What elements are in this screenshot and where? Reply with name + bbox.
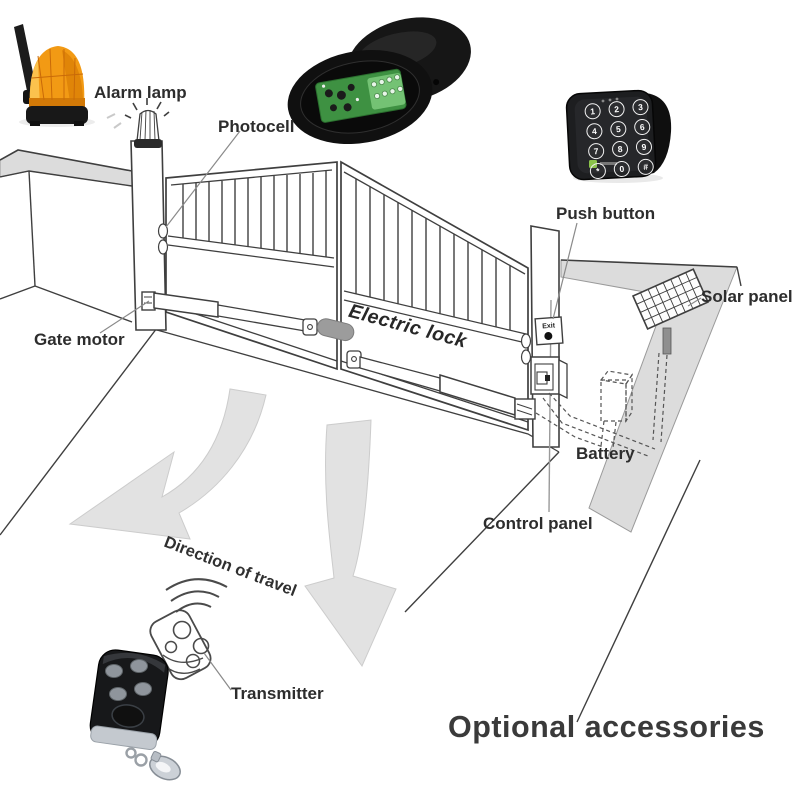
keypad-key: 5	[609, 120, 627, 138]
ground-edge-left	[0, 327, 158, 536]
optional-accessories-heading: Optional accessories	[448, 710, 765, 744]
transmitter-label: Transmitter	[231, 684, 324, 703]
radio-waves-icon	[165, 578, 228, 613]
keypad-key: 2	[607, 100, 626, 118]
alarm-lamp-icon	[106, 98, 170, 148]
transmitter-leader-line	[203, 652, 232, 691]
keypad-photo	[565, 89, 672, 183]
keypad-key: 6	[633, 118, 651, 136]
keypad-key: 8	[611, 140, 629, 158]
left-wall-drawing	[0, 149, 158, 536]
photocell-left-drawing	[157, 223, 169, 255]
direction-arrow-center	[304, 419, 397, 668]
leader-lines	[99, 130, 702, 691]
gate-motor-leader-line	[99, 300, 150, 334]
battery-label: Battery	[576, 444, 635, 463]
gate-motor-left-drawing	[141, 291, 318, 336]
wiring-dashed	[535, 352, 668, 457]
alarm-rays-faint	[106, 113, 122, 129]
photocell-label: Photocell	[218, 117, 295, 136]
keypad-key: 7	[587, 142, 605, 160]
control-panel-drawing	[530, 356, 568, 400]
gate-left-bars	[182, 171, 327, 257]
battery-drawing	[599, 370, 634, 423]
solar-panel-leader-line	[687, 297, 702, 307]
alarm-lamp-label: Alarm lamp	[94, 83, 187, 102]
gate-right-bars	[355, 179, 511, 330]
gate-motor-label: Gate motor	[34, 330, 125, 349]
push-button-leader-line	[552, 222, 578, 320]
direction-arrow-left	[68, 388, 267, 540]
keypad-key: #	[637, 158, 655, 176]
solar-panel-drawing	[631, 268, 709, 355]
electric-lock-drawing	[316, 318, 355, 342]
remote-photo	[89, 649, 181, 781]
gate-motor-right-drawing	[346, 350, 536, 420]
wall-bottom-edge-right	[576, 459, 701, 723]
keypad-key: 4	[585, 122, 604, 140]
keypad-key: 1	[584, 102, 602, 120]
control-panel-label: Control panel	[483, 514, 593, 533]
photocell-photo	[287, 17, 471, 145]
exit-button-drawing: Exit	[534, 316, 564, 346]
photocell-right-drawing	[520, 333, 532, 365]
keypad-key: *	[589, 162, 607, 180]
keypad-key: 3	[631, 98, 650, 116]
ground-edge-right	[404, 451, 560, 613]
alarm-lamp-photo	[14, 24, 95, 127]
keypad-key: 9	[635, 138, 653, 156]
solar-panel-label: Solar panel	[701, 287, 793, 306]
push-button-label: Push button	[556, 204, 656, 223]
gate-left-leaf	[165, 161, 338, 371]
alarm-rays-icon	[124, 98, 170, 119]
keypad-key: 0	[613, 160, 631, 178]
photocell-leader-line	[165, 130, 241, 228]
right-wall-drawing	[404, 259, 742, 723]
keypad-logo	[589, 160, 597, 168]
exit-button-label: Exit	[542, 322, 556, 330]
